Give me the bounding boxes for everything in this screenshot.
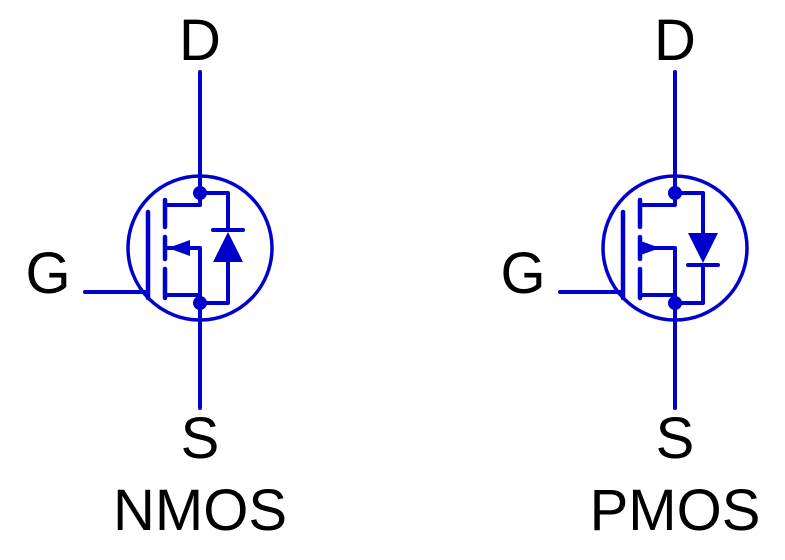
nmos-source-lead [163,293,202,410]
nmos-source-junction-dot [193,296,207,310]
nmos-body-diode-icon [213,232,243,262]
pmos-drain-lead [638,70,677,207]
pmos-source-label: S [656,406,695,471]
nmos-arrow-in-icon [168,240,190,256]
pmos-source-junction-dot [668,296,682,310]
nmos-caption: NMOS [113,478,287,543]
pmos-source-lead [638,293,677,410]
pmos-gate-label: G [500,241,545,306]
pmos-symbol: D G S PMOS [500,8,760,543]
nmos-drain-label: D [179,8,221,73]
pmos-caption: PMOS [590,478,761,543]
pmos-arrow-out-icon [638,240,660,256]
nmos-gate-label: G [25,241,70,306]
pmos-body-diode-branch [673,191,705,305]
nmos-source-label: S [181,406,220,471]
pmos-body-diode-icon [688,233,718,263]
nmos-body-diode-branch [198,191,230,305]
pmos-drain-junction-dot [668,186,682,200]
nmos-drain-lead [163,70,202,207]
nmos-symbol: D G S NMOS [25,8,287,543]
nmos-drain-junction-dot [193,186,207,200]
pmos-drain-label: D [654,8,696,73]
